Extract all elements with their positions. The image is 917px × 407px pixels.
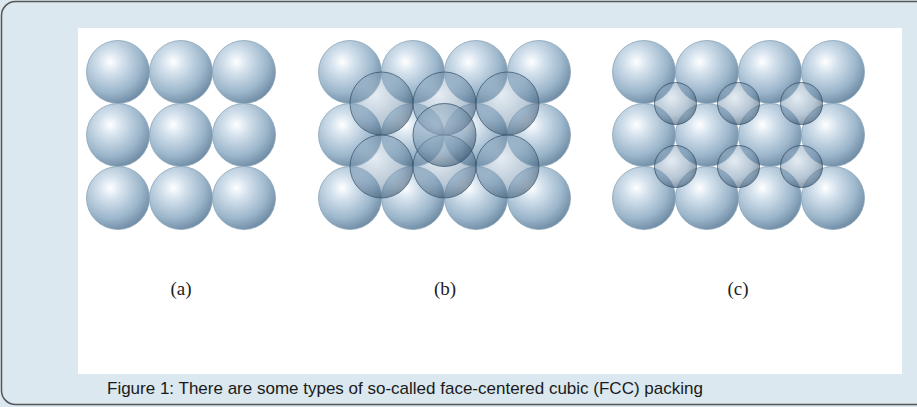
sphere — [150, 41, 213, 104]
interstitial-sphere — [655, 146, 697, 188]
sphere — [87, 167, 150, 230]
upper-sphere — [476, 72, 539, 135]
sphere — [213, 41, 276, 104]
sphere — [213, 167, 276, 230]
upper-sphere — [350, 135, 413, 198]
interstitial-sphere — [781, 83, 823, 125]
sphere — [87, 41, 150, 104]
interstitial-sphere — [781, 146, 823, 188]
panel-label: (c) — [727, 278, 748, 300]
sphere — [87, 104, 150, 167]
figure-caption: Figure 1: There are some types of so-cal… — [107, 379, 703, 399]
interstitial-sphere — [718, 83, 760, 125]
panel-label: (b) — [434, 278, 456, 300]
interstitial-sphere — [655, 83, 697, 125]
sphere — [150, 167, 213, 230]
sphere — [213, 104, 276, 167]
sphere-packing — [87, 41, 865, 230]
upper-sphere — [350, 72, 413, 135]
sphere — [150, 104, 213, 167]
panel-label: (a) — [170, 278, 191, 300]
upper-sphere — [413, 104, 476, 167]
interstitial-sphere — [718, 146, 760, 188]
upper-sphere — [476, 135, 539, 198]
figure-panel — [78, 28, 902, 374]
